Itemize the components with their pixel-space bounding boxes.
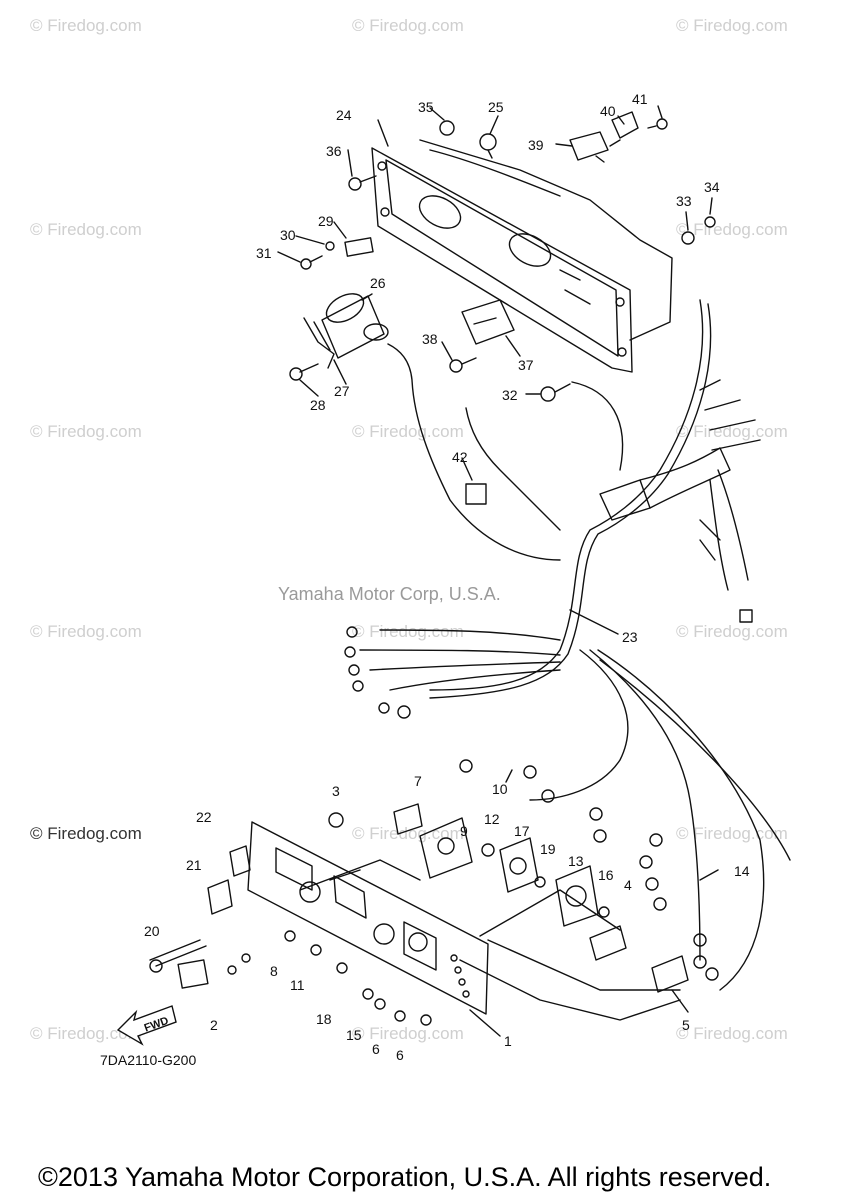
part-number-label: 18 [316,1011,332,1027]
watermark: © Firedog.com [676,16,788,35]
part-number-label: 39 [528,137,544,153]
watermark: © Firedog.com [352,422,464,441]
control-box-frame [371,139,673,373]
watermark: © Firedog.com [676,1024,788,1043]
part-number-label: 26 [370,275,386,291]
part-number-label: 35 [418,99,434,115]
part-number-label: 40 [600,103,616,119]
part-number-label: 33 [676,193,692,209]
part-number-label: 20 [144,923,160,939]
part-number-label: 36 [326,143,342,159]
part-number-label: 9 [460,823,468,839]
part-number-label: 22 [196,809,212,825]
part-number-label: 8 [270,963,278,979]
watermark: © Firedog.com [30,622,142,641]
part-number-label: 7 [414,773,422,789]
part-number-label: 27 [334,383,350,399]
part-number-label: 3 [332,783,340,799]
part-number-label: 4 [624,877,632,893]
part-number-label: 16 [598,867,614,883]
wire-harness [344,299,791,991]
watermark: © Firedog.com [30,16,142,35]
watermark: © Firedog.com [676,220,788,239]
part-number-label: 14 [734,863,750,879]
watermark: © Firedog.com [352,16,464,35]
watermark: © Firedog.com [30,422,142,441]
part-number-label: 17 [514,823,530,839]
part-number-label: 32 [502,387,518,403]
capacitor [303,293,561,561]
part-number-label: 6 [372,1041,380,1057]
part-number-label: 13 [568,853,584,869]
part-number-label: 1 [504,1033,512,1049]
watermark: © Firedog.com [30,220,142,239]
watermark: © Firedog.com [352,1024,464,1043]
part-number-label: 29 [318,213,334,229]
fwd-arrow-icon: FWD [116,1005,177,1046]
part-number-label: 24 [336,107,352,123]
part-number-label: 23 [622,629,638,645]
screw [289,363,319,381]
part-number-label: 34 [704,179,720,195]
part-number-label: 28 [310,397,326,413]
part-number-label: 21 [186,857,202,873]
copyright-footer: ©2013 Yamaha Motor Corporation, U.S.A. A… [38,1162,772,1192]
part-number-label: 15 [346,1027,362,1043]
part-number-label: 31 [256,245,272,261]
part-number-label: 41 [632,91,648,107]
part-number-label: 6 [396,1047,404,1063]
part-number-label: 5 [682,1017,690,1033]
part-number-label: 38 [422,331,438,347]
diagram-code: 7DA2110-G200 [100,1052,197,1068]
part-number-label: 11 [290,977,305,993]
part-number-label: 37 [518,357,534,373]
watermark: © Firedog.com [30,1024,142,1043]
part-number-label: 12 [484,811,500,827]
part-number-label: 19 [540,841,556,857]
watermark: © Firedog.com [676,422,788,441]
part-number-label: 25 [488,99,504,115]
part-number-label: 10 [492,781,508,797]
watermark: © Firedog.com [30,824,142,843]
part-number-label: 42 [452,449,468,465]
watermark: © Firedog.com [352,622,464,641]
part-number-label: 2 [210,1017,218,1033]
center-watermark: Yamaha Motor Corp, U.S.A. [278,584,501,604]
watermark: © Firedog.com [676,622,788,641]
part-number-label: 30 [280,227,296,243]
